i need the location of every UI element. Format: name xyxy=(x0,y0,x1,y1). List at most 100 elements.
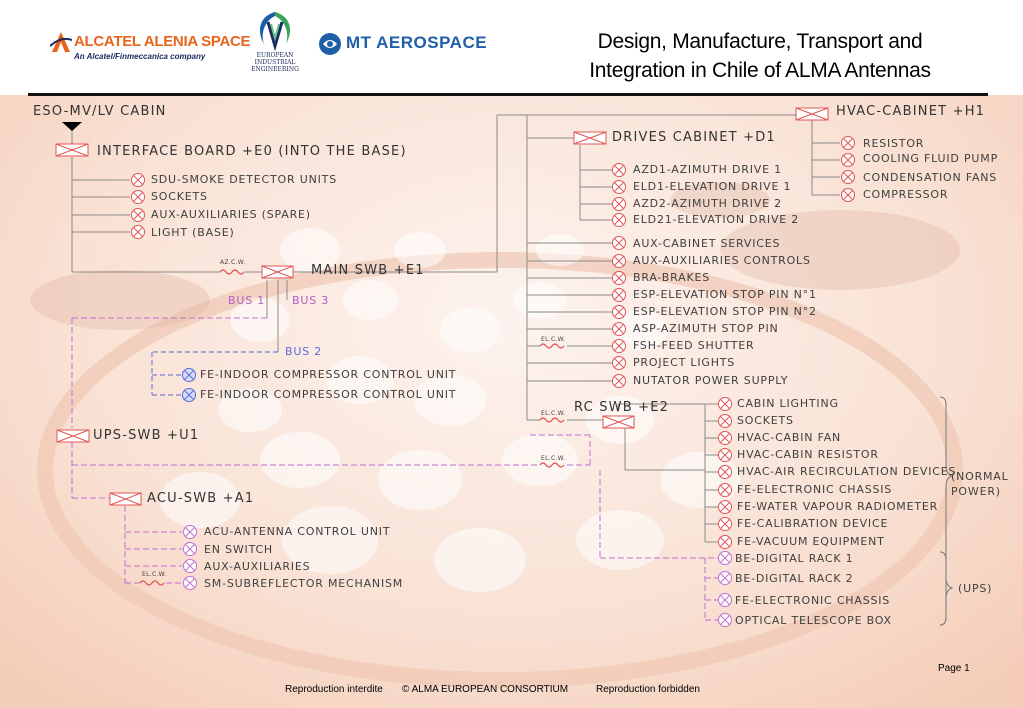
footer-copyright: © ALMA EUROPEAN CONSORTIUM xyxy=(402,684,569,695)
load-circle-x-icon xyxy=(612,271,626,285)
title-line-1: Design, Manufacture, Transport and xyxy=(597,30,923,53)
ups-swb-label: UPS-SWB +U1 xyxy=(93,428,200,443)
acu-item-sm: SM-SUBREFLECTOR MECHANISM xyxy=(204,577,404,590)
hvac-item-fans: CONDENSATION FANS xyxy=(863,171,998,184)
load-circle-x-icon xyxy=(612,213,626,227)
hvac-item-compressor: COMPRESSOR xyxy=(863,188,949,201)
mt-logo-text: MT AEROSPACE xyxy=(346,33,488,52)
interface-item-sdu: SDU-SMOKE DETECTOR UNITS xyxy=(151,173,337,186)
elcw-label-acu: EL.C.W. xyxy=(142,571,167,578)
load-circle-x-icon xyxy=(718,483,732,497)
load-circle-x-icon xyxy=(718,571,732,585)
title-line-2: Integration in Chile of ALMA Antennas xyxy=(589,59,931,82)
load-circle-x-icon xyxy=(718,448,732,462)
rc-item-wvr: FE-WATER VAPOUR RADIOMETER xyxy=(737,500,939,513)
misc-item-fsh: FSH-FEED SHUTTER xyxy=(633,339,755,352)
load-circle-x-icon xyxy=(612,339,626,353)
misc-item-aux-cabinet: AUX-CABINET SERVICES xyxy=(633,237,781,250)
alcatel-alenia-space-logo: ALCATEL ALENIA SPACE An Alcatel/Finmecca… xyxy=(50,30,251,66)
acu-item-acu: ACU-ANTENNA CONTROL UNIT xyxy=(204,525,391,538)
rc-swb-label: RC SWB +E2 xyxy=(574,400,670,415)
alcatel-logo-subtitle: An Alcatel/Finmeccanica company xyxy=(74,52,206,61)
misc-item-esp1: ESP-ELEVATION STOP PIN N°1 xyxy=(633,288,817,301)
load-circle-x-icon xyxy=(182,388,196,402)
bus-2-label: BUS 2 xyxy=(285,345,323,358)
ups-label: (UPS) xyxy=(958,582,993,595)
alcatel-logo-name: ALCATEL ALENIA SPACE xyxy=(74,33,251,50)
load-circle-x-icon xyxy=(612,254,626,268)
hvac-item-pump: COOLING FLUID PUMP xyxy=(863,152,998,165)
rc-item-air-recirc: HVAC-AIR RECIRCULATION DEVICES xyxy=(737,465,957,478)
ups-item-rack1: BE-DIGITAL RACK 1 xyxy=(735,552,854,565)
load-circle-x-icon xyxy=(612,374,626,388)
drive-item-eld21: ELD21-ELEVATION DRIVE 2 xyxy=(633,213,800,226)
load-circle-x-icon xyxy=(612,356,626,370)
ups-item-telescope: OPTICAL TELESCOPE BOX xyxy=(735,614,892,627)
load-circle-x-icon xyxy=(718,593,732,607)
eie-logo: EUROPEAN INDUSTRIAL ENGINEERING xyxy=(250,10,300,82)
rc-item-hvac-fan: HVAC-CABIN FAN xyxy=(737,431,842,444)
ups-item-rack2: BE-DIGITAL RACK 2 xyxy=(735,572,854,585)
load-circle-x-icon xyxy=(718,613,732,627)
eso-cabin-label: ESO-MV/LV CABIN xyxy=(33,104,167,119)
drive-item-eld1: ELD1-ELEVATION DRIVE 1 xyxy=(633,180,792,193)
misc-item-project-lights: PROJECT LIGHTS xyxy=(633,356,736,369)
load-circle-x-icon xyxy=(718,500,732,514)
normal-power-label-1: (NORMAL xyxy=(951,470,1009,483)
load-circle-x-icon xyxy=(612,236,626,250)
load-circle-x-icon xyxy=(183,576,197,590)
rc-item-vacuum: FE-VACUUM EQUIPMENT xyxy=(737,535,885,548)
header xyxy=(0,0,1023,95)
interface-item-aux: AUX-AUXILIARIES (SPARE) xyxy=(151,208,311,221)
hvac-cabinet-label: HVAC-CABINET +H1 xyxy=(836,104,986,119)
azcw-label: AZ.C.W. xyxy=(220,259,246,266)
misc-item-aux-controls: AUX-AUXILIARIES CONTROLS xyxy=(633,254,811,267)
misc-item-asp: ASP-AZIMUTH STOP PIN xyxy=(633,322,779,335)
bus-3-label: BUS 3 xyxy=(292,294,330,307)
fe-indoor-compressor-1: FE-INDOOR COMPRESSOR CONTROL UNIT xyxy=(200,368,457,381)
rc-item-calibration: FE-CALIBRATION DEVICE xyxy=(737,517,889,530)
load-circle-x-icon xyxy=(612,163,626,177)
page-number: Page 1 xyxy=(938,663,970,674)
acu-swb-label: ACU-SWB +A1 xyxy=(147,491,255,506)
main-swb-label: MAIN SWB +E1 xyxy=(311,263,425,278)
header-rule xyxy=(28,93,988,96)
acu-item-en-switch: EN SWITCH xyxy=(204,543,274,556)
acu-item-aux: AUX-AUXILIARIES xyxy=(204,560,311,573)
load-circle-x-icon xyxy=(131,173,145,187)
load-circle-x-icon xyxy=(183,559,197,573)
eie-emblem-icon xyxy=(259,12,291,52)
load-circle-x-icon xyxy=(841,170,855,184)
interface-item-sockets: SOCKETS xyxy=(151,190,208,203)
mt-aerospace-logo: MT AEROSPACE xyxy=(318,32,528,56)
mt-globe-icon xyxy=(319,33,341,55)
misc-item-brakes: BRA-BRAKES xyxy=(633,271,711,284)
interface-item-light: LIGHT (BASE) xyxy=(151,226,235,239)
rc-item-fe-chassis: FE-ELECTRONIC CHASSIS xyxy=(737,483,893,496)
load-circle-x-icon xyxy=(718,517,732,531)
drives-cabinet-label: DRIVES CABINET +D1 xyxy=(612,130,776,145)
drive-item-azd1: AZD1-AZIMUTH DRIVE 1 xyxy=(633,163,782,176)
load-circle-x-icon xyxy=(718,535,732,549)
load-circle-x-icon xyxy=(841,188,855,202)
load-circle-x-icon xyxy=(183,542,197,556)
interface-board-box xyxy=(55,143,89,157)
drive-item-azd2: AZD2-AZIMUTH DRIVE 2 xyxy=(633,197,782,210)
load-circle-x-icon xyxy=(612,322,626,336)
load-circle-x-icon xyxy=(612,180,626,194)
elcw-label-fsh: EL.C.W. xyxy=(541,336,566,343)
footer-right: Reproduction forbidden xyxy=(596,684,700,695)
interface-board-label: INTERFACE BOARD +E0 (INTO THE BASE) xyxy=(97,144,407,159)
load-circle-x-icon xyxy=(718,465,732,479)
load-circle-x-icon xyxy=(131,225,145,239)
alcatel-a-icon xyxy=(50,32,72,52)
misc-item-esp2: ESP-ELEVATION STOP PIN N°2 xyxy=(633,305,817,318)
load-circle-x-icon xyxy=(718,551,732,565)
rc-item-sockets: SOCKETS xyxy=(737,414,794,427)
normal-power-label-2: POWER) xyxy=(951,485,1001,498)
load-circle-x-icon xyxy=(612,288,626,302)
load-circle-x-icon xyxy=(183,525,197,539)
bus-1-label: BUS 1 xyxy=(228,294,266,307)
